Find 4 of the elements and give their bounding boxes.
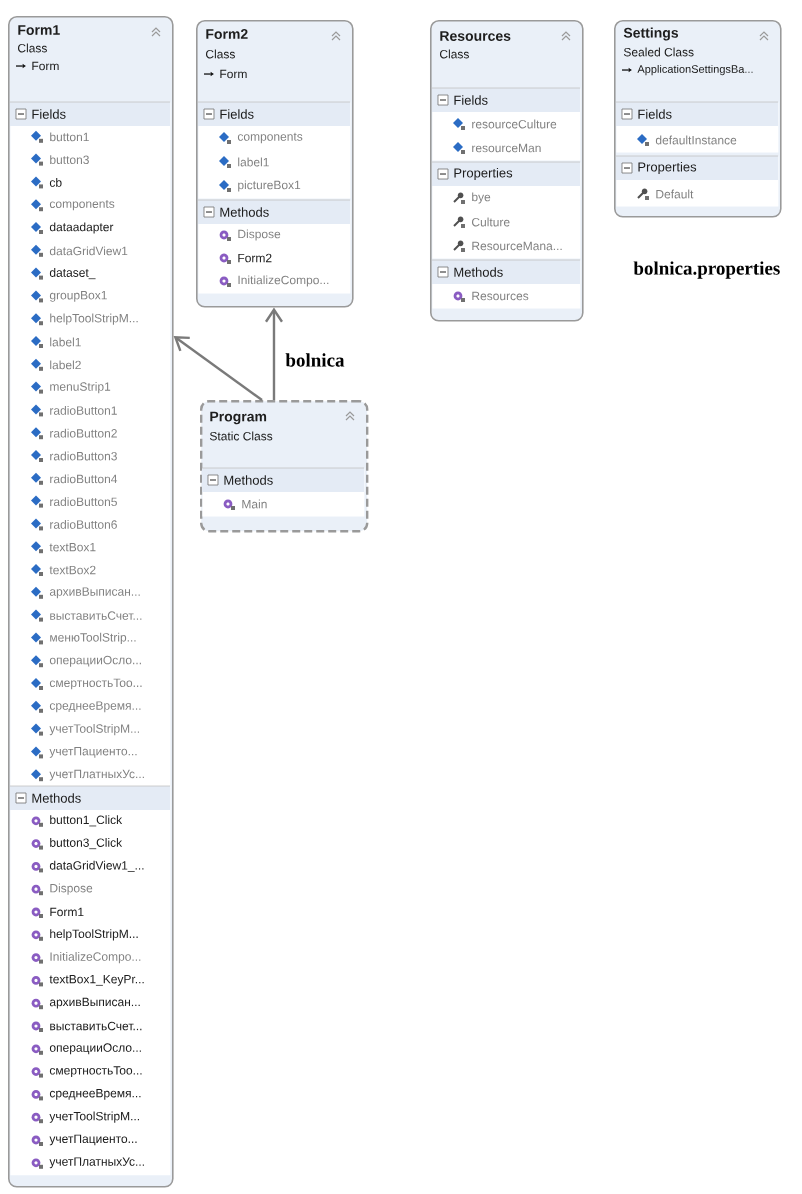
namespace-label: bolnica.properties	[633, 261, 780, 279]
arrow	[173, 336, 263, 401]
namespace-label: bolnica	[285, 353, 345, 367]
arrow	[265, 307, 283, 400]
